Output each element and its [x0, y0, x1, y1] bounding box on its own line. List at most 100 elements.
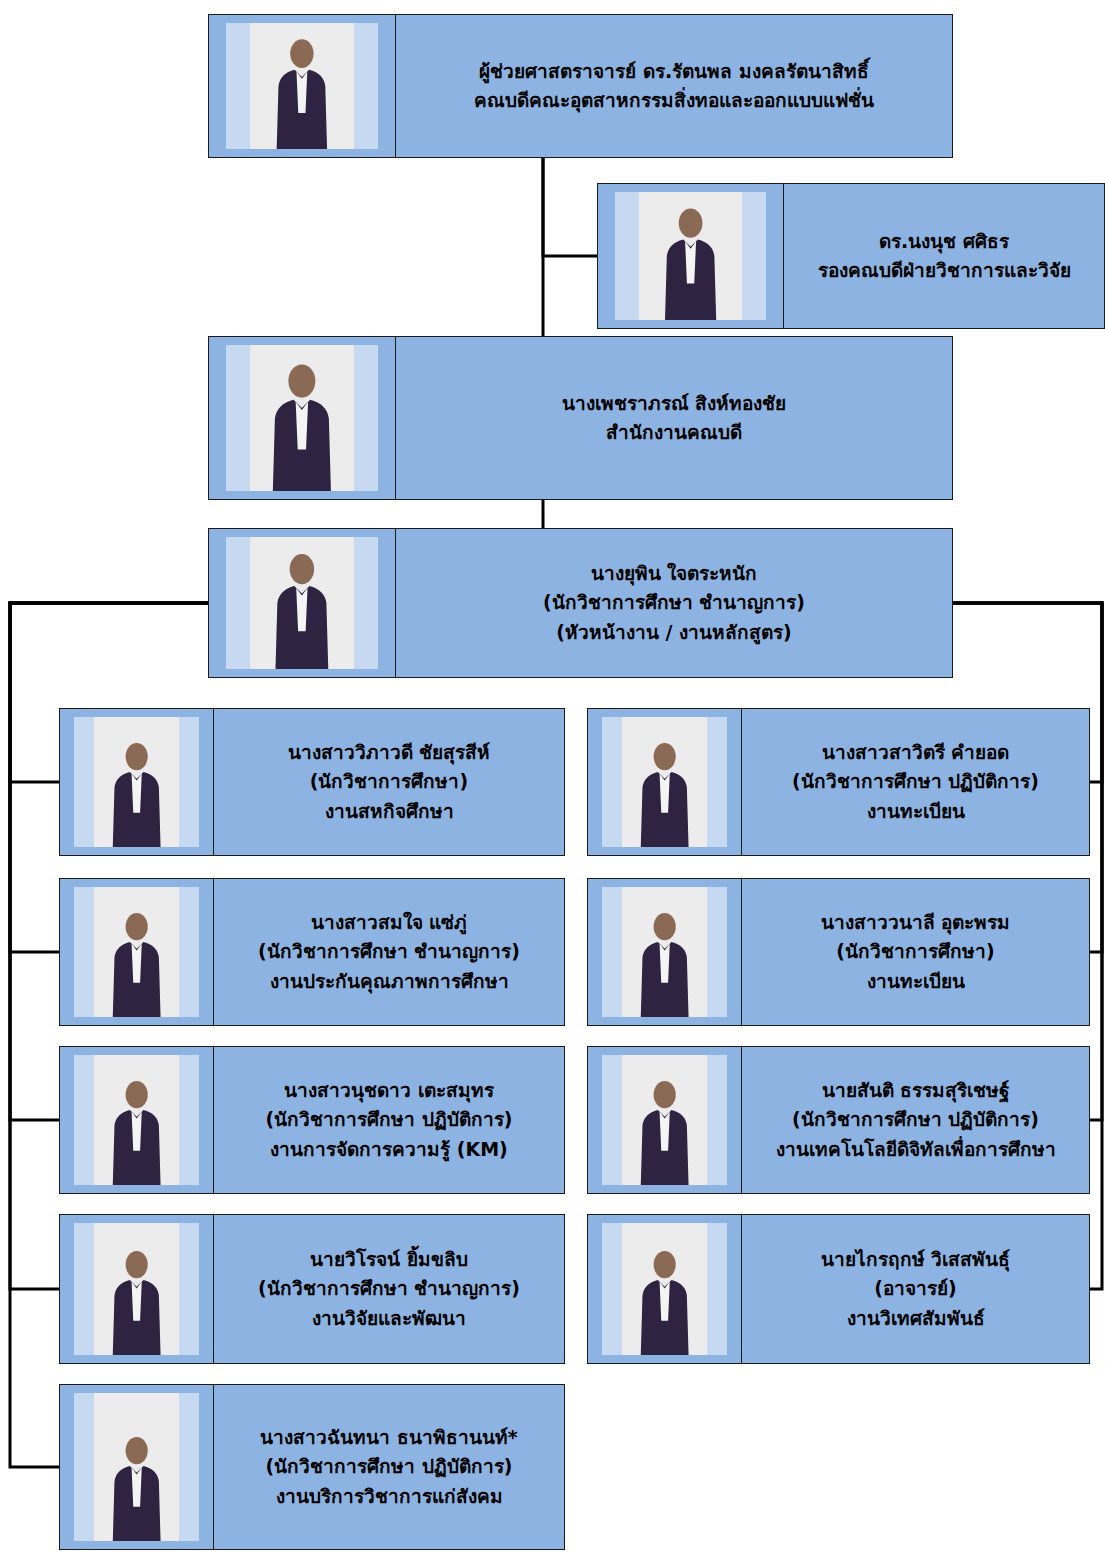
staff-box: ดร.นงนุช ศศิธรรองคณบดีฝ่ายวิชาการและวิจั…: [597, 183, 1105, 329]
portrait-figure: [250, 345, 354, 491]
portrait-photo: [622, 887, 707, 1017]
text-area: นางสาวสาวิตรี คำยอด(นักวิชาการศึกษา ปฏิบ…: [742, 709, 1089, 855]
text-area: ดร.นงนุช ศศิธรรองคณบดีฝ่ายวิชาการและวิจั…: [784, 184, 1104, 328]
portrait-photo: [639, 192, 742, 320]
head: [653, 1081, 675, 1108]
position-text: (นักวิชาการศึกษา ชำนาญการ): [258, 1274, 520, 1303]
jacket: [641, 772, 689, 847]
photo-frame: [74, 1055, 199, 1185]
staff-box: นางสาวนุชดาว เตะสมุทร(นักวิชาการศึกษา ปฏ…: [59, 1046, 565, 1194]
head: [125, 1081, 147, 1108]
jacket: [665, 240, 716, 320]
photo-cell: [588, 709, 742, 855]
position-text: งานบริการวิชาการแก่สังคม: [276, 1482, 503, 1511]
staff-box: ผู้ช่วยศาสตราจารย์ ดร.รัตนพล มงคลรัตนาสิ…: [208, 14, 953, 158]
shirt: [659, 774, 669, 813]
photo-cell: [60, 879, 214, 1025]
photo-cell: [588, 1047, 742, 1193]
position-text: งานเทคโนโลยีดิจิทัลเพื่อการศึกษา: [776, 1135, 1056, 1164]
shirt: [659, 1112, 669, 1151]
staff-box: นางยุพิน ใจตระหนัก(นักวิชาการศึกษา ชำนาญ…: [208, 528, 953, 678]
portrait-photo: [250, 345, 354, 491]
text-area: นางเพชราภรณ์ สิงห์ทองชัยสำนักงานคณบดี: [396, 337, 952, 499]
person-name: นางสาววิภาวดี ชัยสุรสีห์: [288, 738, 491, 767]
position-text: (นักวิชาการศึกษา ปฏิบัติการ): [266, 1452, 513, 1481]
text-area: นางสาววนาลี อุตะพรม(นักวิชาการศึกษา)งานท…: [742, 879, 1089, 1025]
position-text: สำนักงานคณบดี: [606, 418, 742, 447]
head: [653, 743, 675, 770]
person-name: นางสาวสมใจ แซ่ภู่: [311, 908, 468, 937]
text-area: นายสันติ ธรรมสุริเชษฐ์(นักวิชาการศึกษา ป…: [742, 1047, 1089, 1193]
staff-box: นางสาววนาลี อุตะพรม(นักวิชาการศึกษา)งานท…: [587, 878, 1090, 1026]
photo-cell: [209, 529, 396, 677]
person-name: นางสาวฉันทนา ธนาพิธานนท์*: [260, 1423, 518, 1452]
head: [290, 39, 313, 68]
position-text: (นักวิชาการศึกษา): [310, 767, 468, 796]
person-name: นางสาวนุชดาว เตะสมุทร: [284, 1076, 494, 1105]
staff-box: นางสาวฉันทนา ธนาพิธานนท์*(นักวิชาการศึกษ…: [59, 1384, 565, 1550]
photo-cell: [588, 1215, 742, 1363]
position-text: (นักวิชาการศึกษา ปฏิบัติการ): [266, 1105, 513, 1134]
staff-box: นายสันติ ธรรมสุริเชษฐ์(นักวิชาการศึกษา ป…: [587, 1046, 1090, 1194]
position-text: (นักวิชาการศึกษา ปฏิบัติการ): [792, 1105, 1039, 1134]
portrait-photo: [622, 1223, 707, 1355]
position-text: รองคณบดีฝ่ายวิชาการและวิจัย: [818, 256, 1071, 285]
head: [125, 1251, 147, 1278]
jacket: [641, 1110, 689, 1185]
text-area: นางสาวสมใจ แซ่ภู่(นักวิชาการศึกษา ชำนาญก…: [214, 879, 564, 1025]
head: [653, 913, 675, 940]
photo-cell: [598, 184, 784, 328]
portrait-figure: [94, 1055, 179, 1185]
text-area: นางสาวนุชดาว เตะสมุทร(นักวิชาการศึกษา ปฏ…: [214, 1047, 564, 1193]
portrait-figure: [94, 1393, 179, 1541]
person-name: นางสาวสาวิตรี คำยอด: [822, 738, 1010, 767]
portrait-photo: [250, 23, 354, 149]
photo-frame: [602, 1223, 727, 1355]
head: [290, 554, 315, 584]
jacket: [113, 1466, 161, 1541]
staff-box: นางสาววิภาวดี ชัยสุรสีห์(นักวิชาการศึกษา…: [59, 708, 565, 856]
position-text: งานทะเบียน: [867, 797, 965, 826]
shirt: [659, 1282, 669, 1321]
shirt: [659, 944, 669, 983]
person-name: นายวิโรจน์ ยิ้มขลิบ: [310, 1245, 468, 1274]
shirt: [296, 402, 308, 450]
person-name: ผู้ช่วยศาสตราจารย์ ดร.รัตนพล มงคลรัตนาสิ…: [479, 57, 868, 86]
person-name: นางสาววนาลี อุตะพรม: [821, 908, 1011, 937]
photo-cell: [60, 1215, 214, 1363]
photo-frame: [74, 717, 199, 847]
person-name: นางเพชราภรณ์ สิงห์ทองชัย: [562, 389, 787, 418]
text-area: นางสาววิภาวดี ชัยสุรสีห์(นักวิชาการศึกษา…: [214, 709, 564, 855]
position-text: (หัวหน้างาน / งานหลักสูตร): [556, 618, 792, 647]
photo-frame: [74, 1223, 199, 1355]
person-name: นายสันติ ธรรมสุริเชษฐ์: [822, 1076, 1010, 1105]
jacket: [641, 1280, 689, 1355]
jacket: [113, 1280, 161, 1355]
head: [125, 743, 147, 770]
position-text: งานวิเทศสัมพันธ์: [847, 1304, 985, 1333]
portrait-figure: [94, 717, 179, 847]
position-text: งานประกันคุณภาพการศึกษา: [270, 967, 509, 996]
photo-cell: [588, 879, 742, 1025]
org-connector: [543, 158, 597, 256]
photo-frame: [602, 1055, 727, 1185]
position-text: (นักวิชาการศึกษา ปฏิบัติการ): [792, 767, 1039, 796]
photo-cell: [60, 709, 214, 855]
shirt: [296, 588, 307, 631]
text-area: นายไกรฤกษ์ วิเสสพันธุ์(อาจารย์)งานวิเทศส…: [742, 1215, 1089, 1363]
position-text: (นักวิชาการศึกษา ชำนาญการ): [258, 937, 520, 966]
jacket: [113, 772, 161, 847]
head: [653, 1251, 675, 1278]
position-text: งานการจัดการความรู้ (KM): [270, 1135, 508, 1164]
staff-box: นางเพชราภรณ์ สิงห์ทองชัยสำนักงานคณบดี: [208, 336, 953, 500]
shirt: [297, 72, 308, 113]
portrait-figure: [94, 887, 179, 1017]
photo-cell: [209, 15, 396, 157]
portrait-figure: [250, 537, 354, 669]
jacket: [277, 70, 327, 149]
portrait-figure: [250, 23, 354, 149]
portrait-photo: [622, 717, 707, 847]
portrait-figure: [622, 1055, 707, 1185]
text-area: นางยุพิน ใจตระหนัก(นักวิชาการศึกษา ชำนาญ…: [396, 529, 952, 677]
